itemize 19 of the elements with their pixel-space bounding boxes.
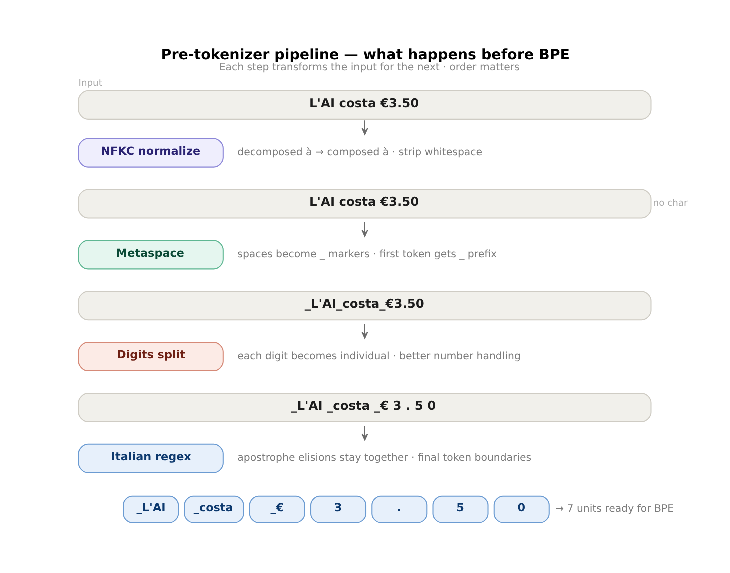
node-label: Input: [78, 78, 102, 90]
arrow: [362, 222, 368, 238]
node-box: 0: [494, 496, 550, 524]
node-label: apostrophe elisions stay together · final token boundaries: [238, 453, 532, 464]
node-label: decomposed à → composed à · strip whitespace: [238, 148, 483, 159]
node-label: spaces become _ markers · first token gets _ prefix: [238, 249, 498, 260]
node-label: no char: [653, 198, 688, 210]
node-box: _L'AI: [123, 496, 180, 524]
node-label: each digit becomes individual · better number handling: [238, 351, 521, 362]
arrow: [362, 324, 368, 339]
diagram-title: Pre-tokenizer pipeline — what happens before BPE: [161, 48, 570, 64]
node-box: 5: [432, 496, 489, 524]
arrow: [362, 120, 368, 136]
node-box: _costa: [184, 496, 244, 524]
arrow: [362, 426, 368, 441]
node-box: .: [372, 496, 428, 524]
node-box: _€: [249, 496, 306, 524]
node-box: 3: [310, 496, 367, 524]
caption: Each step transforms the input for the next · order matters: [219, 62, 520, 74]
